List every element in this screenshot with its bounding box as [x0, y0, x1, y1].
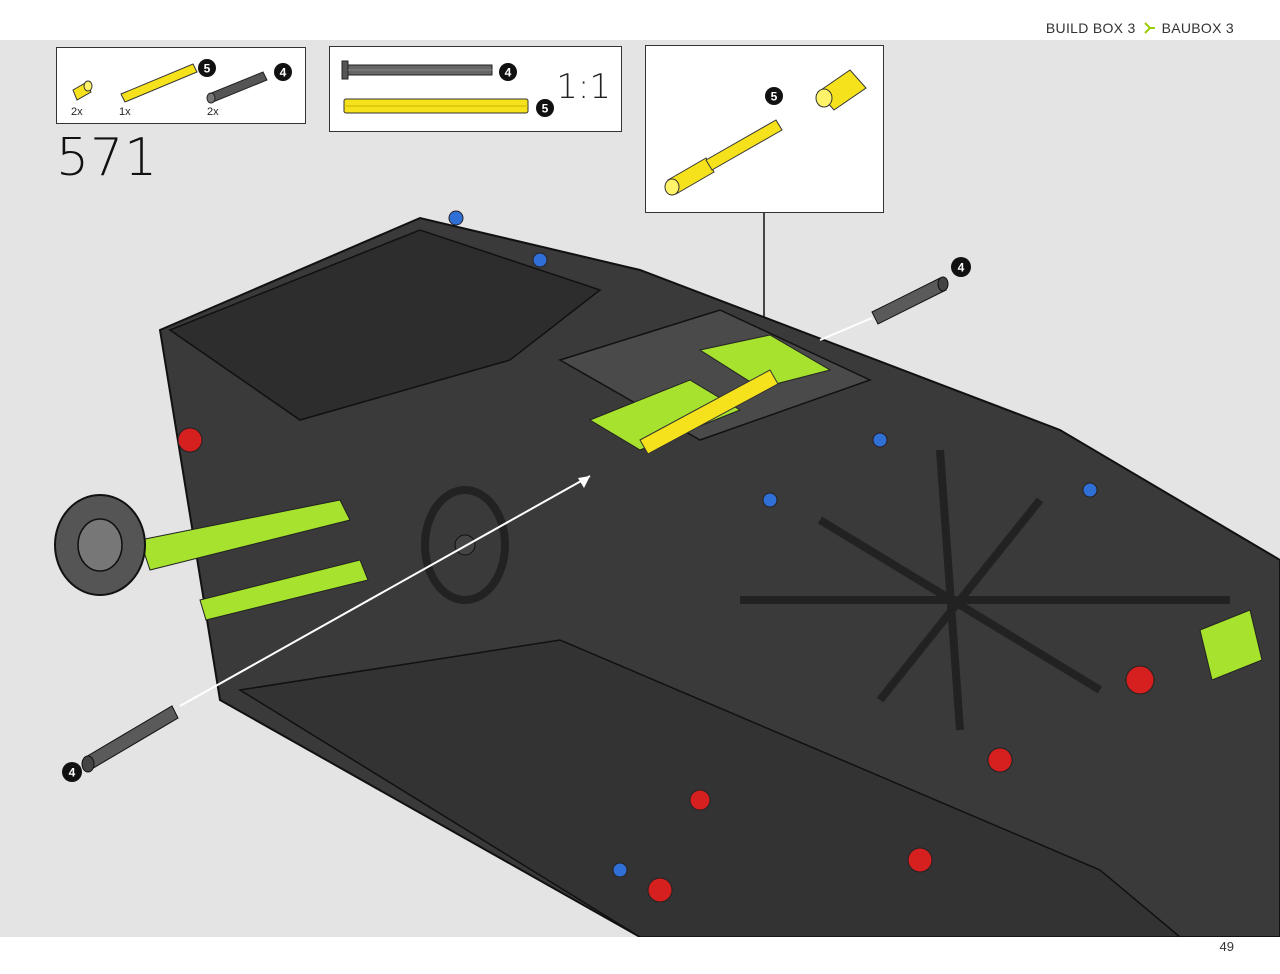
svg-text:4: 4 — [505, 66, 512, 80]
page-footer — [0, 937, 1280, 974]
gray-badge-4: 4 — [499, 63, 517, 81]
yellow-axle-life-size-icon — [343, 98, 529, 114]
badge-4-left: 4 — [62, 762, 82, 782]
callout-badge-5: 5 — [765, 87, 783, 105]
svg-text:4: 4 — [69, 766, 76, 780]
yellow-connector-icon — [72, 80, 93, 101]
breadcrumb-baubox: BAUBOX 3 — [1161, 20, 1234, 36]
breadcrumb: BUILD BOX 3 BAUBOX 3 — [1046, 20, 1234, 36]
wheel-hub — [54, 494, 146, 596]
chevron-right-icon — [1143, 22, 1155, 34]
part-qty: 1x — [119, 106, 131, 118]
step-number: 571 — [56, 128, 159, 188]
part-badge-5: 5 — [198, 59, 216, 77]
badge-4-right: 4 — [951, 257, 971, 277]
insert-arrow-left — [179, 475, 591, 707]
yellow-axle-with-connector-icon — [664, 119, 783, 196]
part-qty: 2x — [207, 106, 219, 118]
part-qty: 2x — [71, 106, 83, 118]
scale-label: 1:1 — [556, 67, 611, 107]
breadcrumb-build-box: BUILD BOX 3 — [1045, 20, 1136, 36]
insert-arrowhead-left — [578, 476, 590, 488]
svg-text:5: 5 — [542, 102, 549, 116]
svg-text:5: 5 — [204, 62, 211, 76]
yellow-connector-icon — [815, 69, 867, 111]
svg-text:4: 4 — [280, 66, 287, 80]
svg-text:4: 4 — [958, 261, 965, 275]
vehicle-chassis — [54, 210, 1280, 938]
parts-list-box: 5 4 2x 1x 2x — [56, 47, 306, 124]
scale-box: 4 5 1:1 — [329, 46, 622, 132]
page-header: BUILD BOX 3 BAUBOX 3 — [0, 0, 1280, 40]
svg-text:5: 5 — [771, 90, 778, 104]
gray-pin-left-icon — [81, 705, 179, 773]
callout-box: 5 — [645, 45, 884, 213]
callout-drawing: 5 — [664, 69, 867, 196]
part-badge-4: 4 — [274, 63, 292, 81]
yellow-badge-5: 5 — [536, 99, 554, 117]
gray-pin-right-icon — [871, 276, 949, 325]
insert-arrow-right — [819, 317, 873, 341]
gray-pin-icon — [206, 71, 268, 104]
gray-axle-life-size-icon — [341, 60, 493, 80]
yellow-axle-icon — [120, 63, 198, 103]
parts-list-drawing: 5 4 — [72, 59, 292, 104]
assembly-arrow — [785, 101, 815, 117]
scale-drawing: 4 5 — [341, 60, 554, 117]
page-number: 49 — [1219, 939, 1234, 954]
roll-cage — [740, 449, 1230, 731]
